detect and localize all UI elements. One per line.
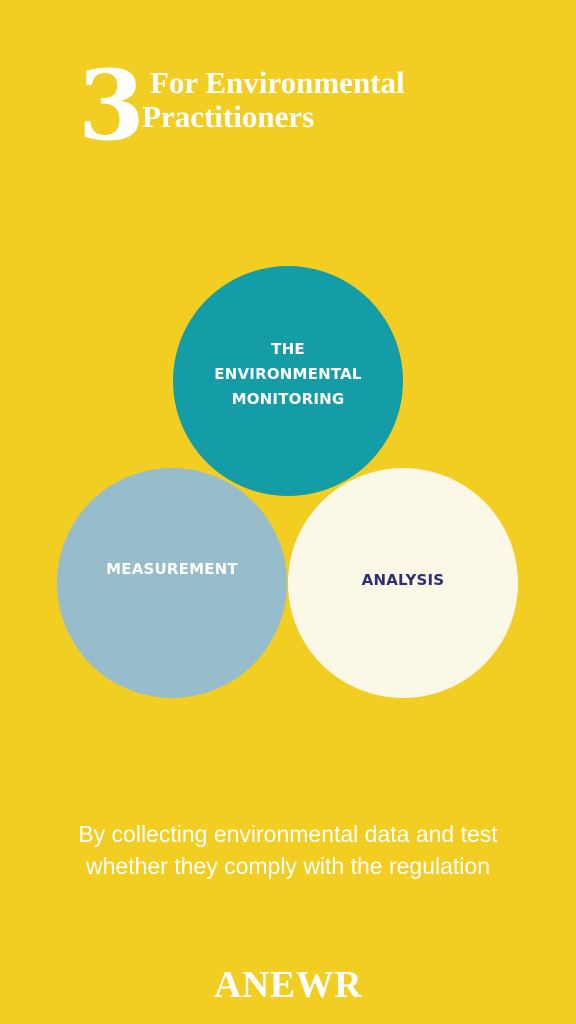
circle-label-group: THE ENVIRONMENTAL MONITORING: [214, 337, 361, 412]
circle-analysis: ANALYSIS: [288, 468, 518, 698]
circle-label-line: THE: [271, 339, 305, 358]
circle-measurement: MEASUREMENT: [57, 468, 287, 698]
title-line-1: For Environmental: [150, 65, 405, 100]
circle-label-line: MEASUREMENT: [106, 559, 238, 578]
section-number: 3: [78, 49, 145, 162]
caption-line-1: By collecting environmental data and tes…: [78, 821, 498, 847]
circle-label-line: ENVIRONMENTAL: [214, 364, 362, 383]
circle-label-line: MONITORING: [231, 389, 345, 408]
circle-label-group: ANALYSIS: [362, 568, 445, 593]
caption: By collecting environmental data and tes…: [0, 818, 576, 882]
circle-label-group: MEASUREMENT: [106, 557, 238, 582]
circle-label-line: ANALYSIS: [361, 570, 445, 589]
circle-environmental-monitoring: THE ENVIRONMENTAL MONITORING: [173, 266, 403, 496]
brand-logo: ANEWR: [213, 964, 363, 1006]
title-line-2: Practitioners: [142, 99, 315, 134]
caption-line-2: whether they comply with the regulation: [86, 853, 490, 879]
